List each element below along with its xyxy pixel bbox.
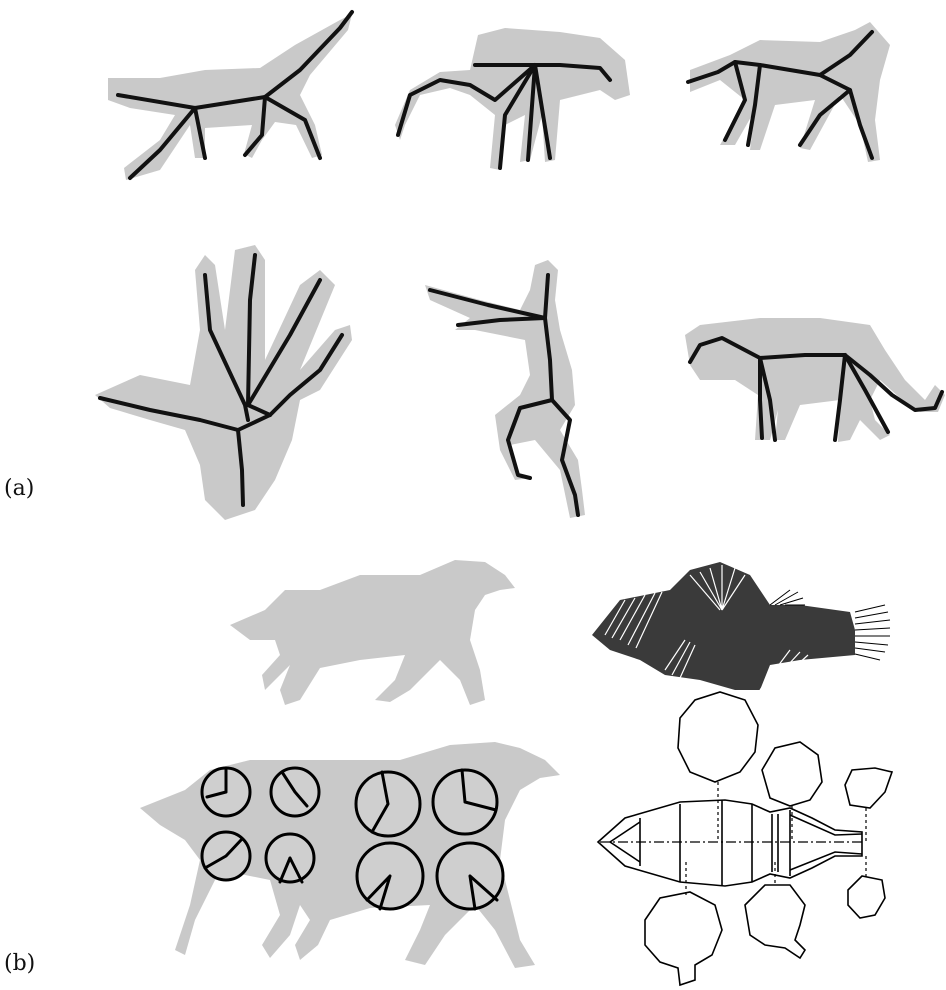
clock-circle — [202, 832, 250, 880]
cat-tail-skeleton-icon — [685, 318, 945, 442]
hand-skeleton-icon — [95, 245, 352, 520]
cat-skeleton-icon — [108, 12, 352, 180]
clock-circle — [271, 768, 319, 816]
clock-circle — [357, 843, 423, 909]
panel-a — [95, 12, 945, 520]
panel-a-label: (a) — [4, 476, 34, 501]
clock-circle — [266, 834, 314, 882]
fish-medial-axis-icon — [592, 562, 890, 690]
panel-b-label: (b) — [4, 951, 35, 976]
human-skeleton-icon — [425, 260, 585, 518]
fish-decomposition-icon — [598, 692, 892, 985]
dog-silhouette-icon — [230, 560, 515, 705]
panel-b — [140, 560, 892, 985]
clock-circle — [437, 843, 503, 909]
dog-skeleton-icon — [688, 22, 890, 162]
dog-clock-parts-icon — [140, 742, 560, 968]
clock-circle — [433, 770, 497, 834]
dinosaur-skeleton-icon — [395, 28, 630, 170]
clock-circle — [356, 772, 420, 836]
clock-circle — [202, 768, 250, 816]
